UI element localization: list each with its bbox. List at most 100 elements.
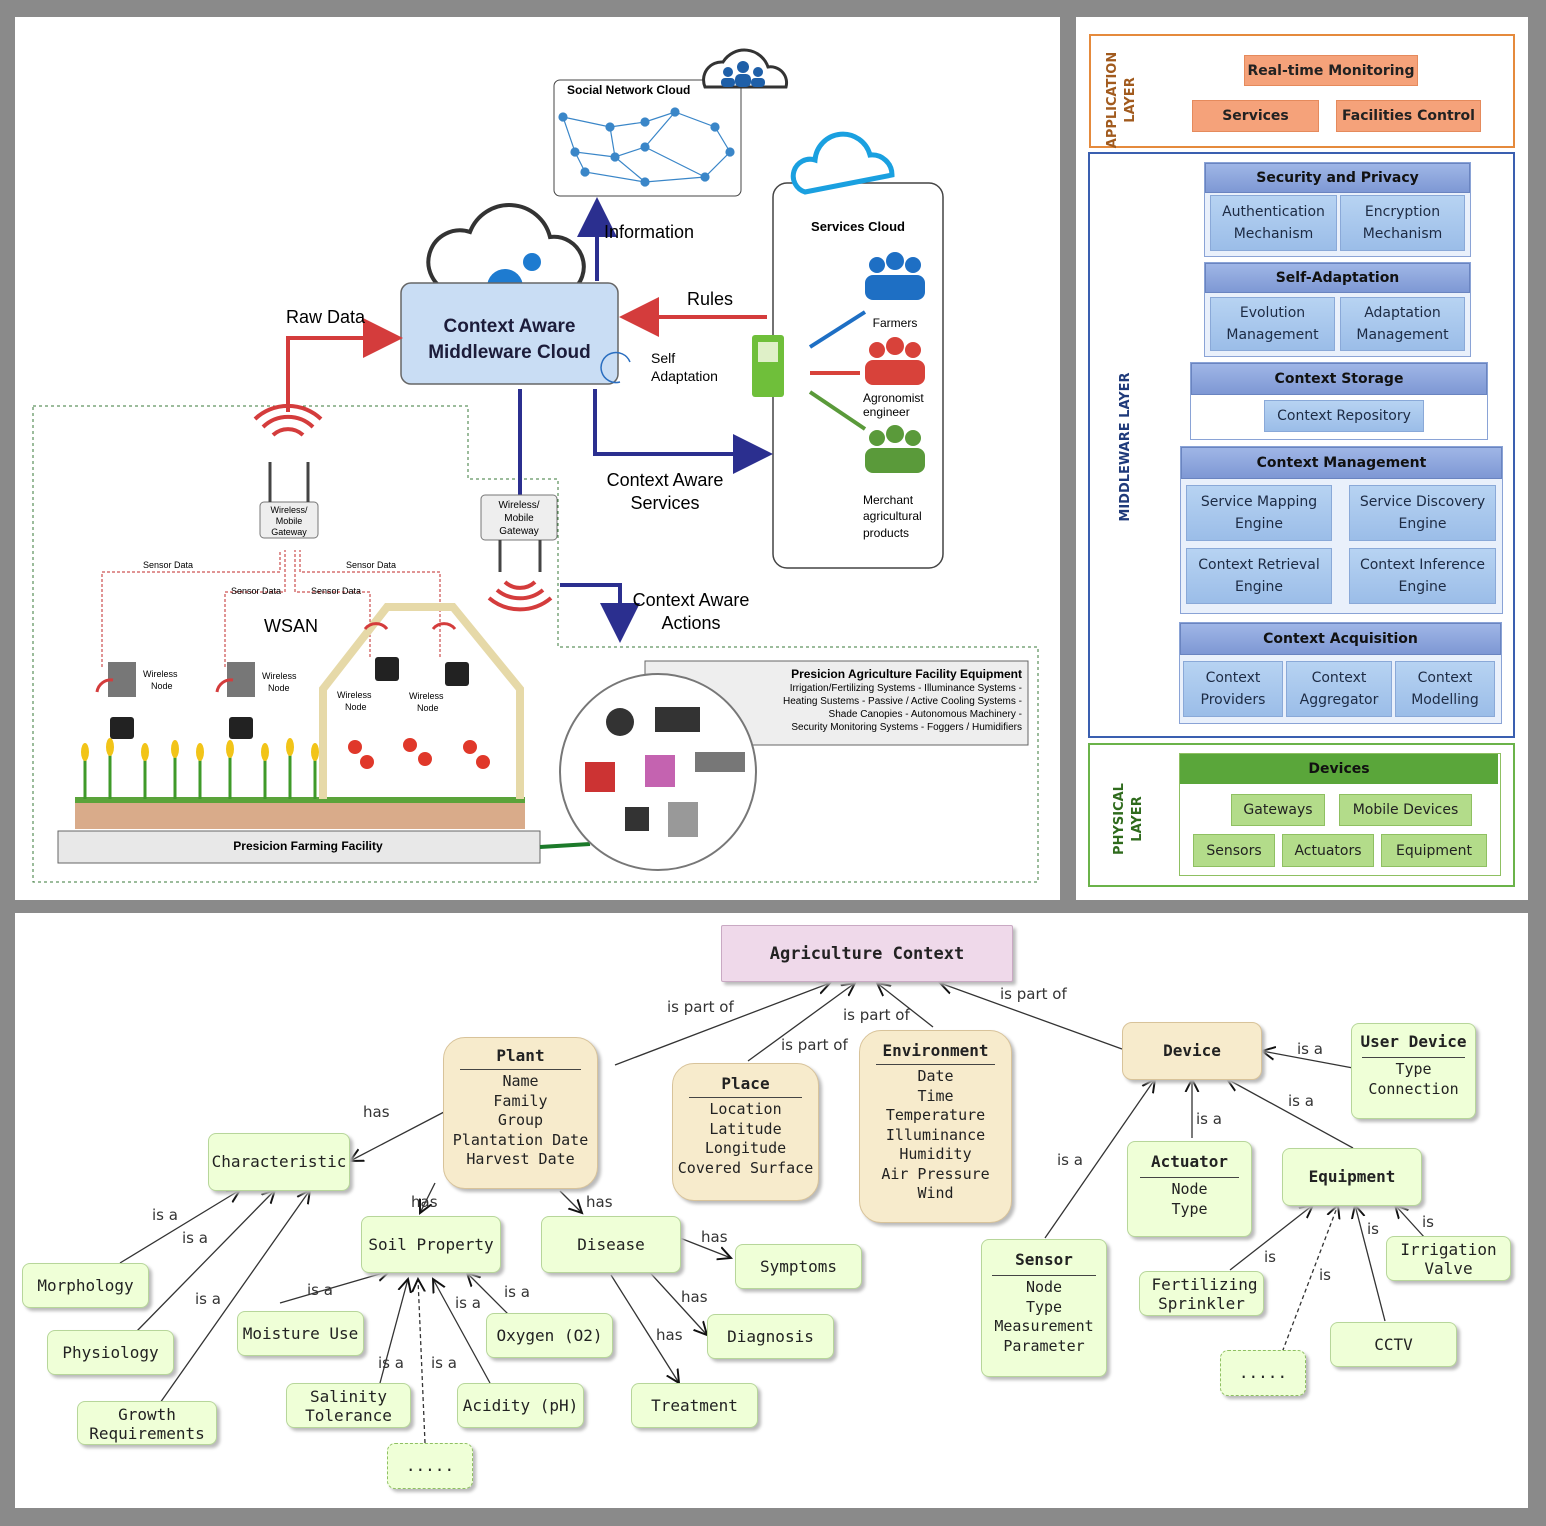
place-title: Place xyxy=(721,1074,770,1093)
agronomist-label-1: Agronomist xyxy=(863,391,924,405)
user-device-node: User Device Type Connection xyxy=(1351,1023,1476,1119)
middleware-layer-title: MIDDLEWARE LAYER xyxy=(1118,372,1133,522)
services-cloud-label: Services Cloud xyxy=(811,219,905,234)
rel-device-part-of: is part of xyxy=(1000,985,1067,1003)
actuator-attr-type: Type xyxy=(1171,1199,1208,1218)
rel-has-soil: has xyxy=(411,1193,438,1211)
device-title: Device xyxy=(1163,1041,1221,1060)
devices-title: Devices xyxy=(1180,754,1498,784)
right-gateway-label-1: Wireless/ xyxy=(498,500,540,511)
rel-is-irrigation: is xyxy=(1422,1213,1434,1231)
facility-bar xyxy=(57,830,541,864)
node-label-4b: Node xyxy=(417,703,439,713)
merchant-label-2: agricultural xyxy=(863,509,922,523)
physiology-node: Physiology xyxy=(47,1330,174,1375)
env-attr-time: Time xyxy=(917,1086,954,1105)
application-title-line2: LAYER xyxy=(1123,77,1138,123)
information-label: Information xyxy=(604,222,695,242)
actuator-separator xyxy=(1140,1177,1239,1178)
services-cloud-icon xyxy=(790,131,895,195)
rel-isa-acidity: is a xyxy=(455,1294,481,1312)
diagnosis-node: Diagnosis xyxy=(707,1314,834,1359)
place-attr-surface: Covered Surface xyxy=(677,1158,814,1177)
facilities-control: Facilities Control xyxy=(1336,100,1481,132)
rel-place-part-of: is part of xyxy=(781,1036,848,1054)
middleware-label-2: Middleware Cloud xyxy=(428,342,591,363)
farmers-icon xyxy=(865,252,925,300)
sensor-attr-node: Node xyxy=(1025,1278,1063,1296)
growth-requirements-title: Growth Requirements xyxy=(89,1405,205,1443)
context-modelling: Context Modelling xyxy=(1395,661,1495,717)
context-inference-engine: Context Inference Engine xyxy=(1349,548,1496,604)
sensor-data-label-4: Sensor Data xyxy=(311,586,362,596)
rules-label: Rules xyxy=(687,289,734,309)
plant-attr-family: Family xyxy=(493,1091,548,1110)
equipment-line-4: Security Monitoring Systems - Foggers / … xyxy=(791,722,1022,733)
left-gateway-label-3: Gateway xyxy=(271,527,307,537)
encryption-mechanism: Encryption Mechanism xyxy=(1340,195,1465,251)
salinity-tolerance-node: Salinity Tolerance xyxy=(286,1383,411,1428)
fertilizing-sprinkler-node: Fertilizing Sprinkler xyxy=(1139,1271,1264,1316)
environment-node: Environment Date Time Temperature Illumi… xyxy=(859,1030,1012,1223)
sensor-node: Sensor Node Type Measurement Parameter xyxy=(981,1239,1107,1377)
self-adaptation-label-2: Adaptation xyxy=(651,368,718,384)
wireless-node-icons xyxy=(108,657,469,739)
agronomist-icon xyxy=(865,337,925,385)
rel-is-fertilizing: is xyxy=(1264,1248,1276,1266)
rel-has-treatment: has xyxy=(656,1326,683,1344)
user-device-separator xyxy=(1362,1057,1465,1058)
sensor-attr-type: Type xyxy=(1025,1297,1063,1316)
rel-has-symptoms: has xyxy=(701,1228,728,1246)
treatment-node: Treatment xyxy=(631,1383,758,1428)
rel-isa-equipment: is a xyxy=(1288,1092,1314,1110)
wsan-label: WSAN xyxy=(264,616,318,636)
place-attr-latitude: Latitude xyxy=(709,1119,782,1138)
place-attr-location: Location xyxy=(709,1100,782,1118)
soil-more-node: ..... xyxy=(387,1443,473,1489)
rel-has-characteristic: has xyxy=(363,1103,390,1121)
physical-title-line1: PHYSICAL xyxy=(1112,783,1127,855)
left-gateway-label-1: Wireless/ xyxy=(270,505,308,515)
rel-has-disease: has xyxy=(586,1193,613,1211)
equipment-line-2: Heating Sustems - Passive / Active Cooli… xyxy=(783,696,1022,707)
acidity-node: Acidity (pH) xyxy=(457,1383,584,1428)
actuator-node: Actuator Node Type xyxy=(1127,1141,1252,1237)
env-attr-illuminance: Illuminance xyxy=(885,1125,986,1144)
plant-attr-plantation: Plantation Date xyxy=(452,1130,589,1149)
equipment-line-1: Irrigation/Fertilizing Systems - Illumin… xyxy=(789,683,1022,694)
equipment-item: Equipment xyxy=(1381,834,1487,867)
equipment-title: Presicion Agriculture Facility Equipment xyxy=(791,667,1022,681)
rel-isa-sensor: is a xyxy=(1057,1151,1083,1169)
physical-layer xyxy=(1088,743,1515,887)
gateways-item: Gateways xyxy=(1231,794,1325,826)
rel-env-part-of: is part of xyxy=(843,1006,910,1024)
context-providers: Context Providers xyxy=(1183,661,1283,717)
self-adaptation-label-1: Self xyxy=(651,350,676,366)
actuator-attr-node: Node xyxy=(1171,1180,1208,1198)
layers-panel: APPLICATION LAYER Real-time Monitoring S… xyxy=(1076,17,1528,900)
soil xyxy=(75,799,525,829)
context-repository: Context Repository xyxy=(1264,400,1424,432)
soil-property-node: Soil Property xyxy=(361,1216,501,1273)
cctv-node: CCTV xyxy=(1330,1322,1457,1367)
env-attr-temperature: Temperature xyxy=(885,1106,986,1124)
sensors-item: Sensors xyxy=(1193,834,1275,867)
services-item: Services xyxy=(1192,100,1319,132)
ontology-panel: Agriculture Context Plant Name Family Gr… xyxy=(15,913,1528,1508)
plant-title: Plant xyxy=(496,1046,545,1065)
social-cloud-label: Social Network Cloud xyxy=(567,83,691,97)
equipment-title: Equipment xyxy=(1308,1167,1396,1186)
ontology-edges xyxy=(119,913,1426,1444)
middleware-layer xyxy=(1088,152,1515,738)
application-title-line1: APPLICATION xyxy=(1105,51,1120,149)
sensor-attr-measurement: Measurement xyxy=(994,1317,1094,1335)
plant-attr-harvest: Harvest Date xyxy=(466,1150,575,1168)
place-separator xyxy=(689,1097,802,1098)
irrigation-valve-node: Irrigation Valve xyxy=(1386,1236,1511,1281)
self-adaptation-title: Self-Adaptation xyxy=(1205,263,1470,293)
environment-separator xyxy=(876,1064,995,1065)
adaptation-management: Adaptation Management xyxy=(1340,297,1465,351)
env-attr-pressure: Air Pressure xyxy=(881,1164,990,1183)
left-gateway xyxy=(259,501,319,539)
tomato-plants xyxy=(348,738,490,769)
